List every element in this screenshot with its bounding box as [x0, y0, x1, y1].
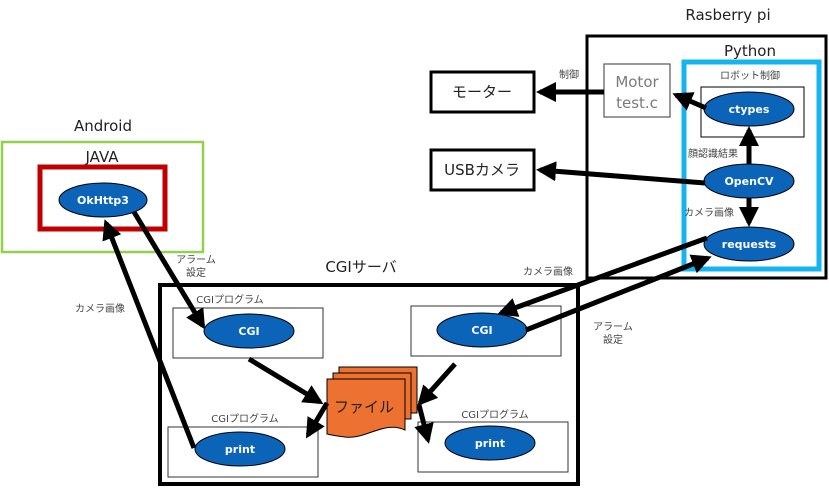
opencv-label: OpenCV: [724, 175, 774, 188]
control-label: 制御: [559, 68, 579, 81]
cgi-server-title: CGIサーバ: [325, 258, 396, 276]
python-camera-image-label: カメラ画像: [684, 207, 734, 219]
usb-camera-label: USBカメラ: [444, 161, 520, 179]
print-node-1-label: print: [225, 443, 255, 456]
cgi-program-1-label: CGIプログラム: [196, 293, 263, 306]
motor-box: [429, 70, 536, 114]
motor-test-line2: test.c: [616, 94, 658, 112]
camera-image-left-label: カメラ画像: [75, 303, 125, 315]
motor-test-line1: Motor: [615, 73, 659, 91]
requests-label: requests: [722, 238, 777, 251]
camera-image-right-label: カメラ画像: [523, 266, 573, 278]
face-result-label: 顔認識結果: [688, 147, 738, 160]
alarm-setting-right-line1: アラーム: [593, 321, 633, 333]
ctypes-label: ctypes: [729, 103, 770, 116]
cgi-program-4-label: CGIプログラム: [461, 408, 528, 421]
cgi-node-2-label: CGI: [471, 324, 492, 337]
cgi-program-3-label: CGIプログラム: [211, 412, 278, 425]
python-title: Python: [724, 42, 776, 60]
cgi-node-1-label: CGI: [238, 325, 259, 338]
cgi-node-1[interactable]: [203, 313, 295, 349]
print-node-2-label: print: [475, 437, 505, 450]
arrow-cgi-right-to-file: [417, 362, 457, 406]
file-icon[interactable]: [326, 366, 418, 438]
arrow-file-to-print-left: [305, 401, 330, 439]
cgi-server-box: [158, 283, 580, 486]
motor-label: モーター: [452, 83, 512, 101]
arrow-file-to-print-right: [414, 404, 434, 444]
rasberry-pi-title: Rasberry pi: [685, 6, 770, 24]
motor-test-box: [603, 63, 671, 118]
arrow-print-to-okhttp3: [102, 219, 197, 449]
java-box: [37, 164, 168, 232]
alarm-setting-left-line1: アラーム: [176, 254, 216, 266]
okhttp3-node[interactable]: [58, 182, 148, 218]
print-node-1[interactable]: [194, 431, 286, 467]
file-label: ファイル: [334, 398, 394, 416]
okhttp3-label: OkHttp3: [77, 194, 129, 207]
arrow-cgi-to-file: [247, 356, 324, 405]
arrow-opencv-usb-camera: [536, 161, 706, 186]
usb-camera-box: [429, 148, 536, 192]
arrow-ctypes-to-motor-test: [672, 92, 707, 111]
alarm-setting-left-line2: 設定: [186, 266, 206, 279]
java-title: JAVA: [84, 148, 119, 166]
requests-node[interactable]: [703, 226, 795, 262]
robot-control-label: ロボット制御: [720, 69, 780, 82]
python-box: [681, 59, 822, 272]
arrow-okhttp3-to-cgi: [131, 210, 206, 330]
arrow-requests-to-cgi: [497, 235, 708, 317]
android-title: Android: [74, 117, 132, 135]
print-node-2[interactable]: [444, 425, 536, 461]
alarm-setting-right-line2: 設定: [603, 333, 623, 346]
rasberry-pi-box: [585, 34, 828, 280]
arrow-cgi-to-requests: [525, 254, 712, 333]
android-box: [0, 140, 205, 254]
